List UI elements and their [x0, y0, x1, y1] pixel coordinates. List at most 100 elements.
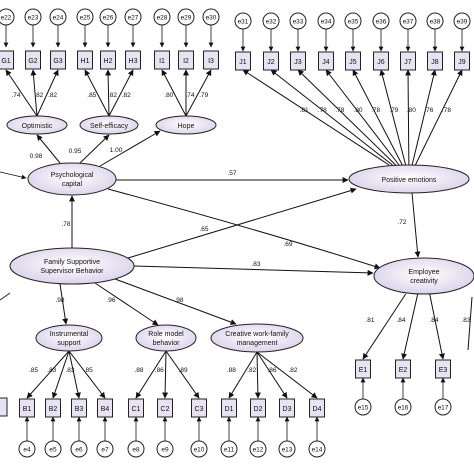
indicator-top-box — [50, 50, 66, 70]
indicator-bottom-label: D3 — [283, 406, 292, 413]
error-term-circle — [399, 12, 417, 30]
error-term-label: e7 — [101, 447, 109, 454]
indicator-bottom-label: B1 — [23, 406, 32, 413]
error-term-label: e16 — [398, 405, 409, 412]
error-term-label: e11 — [224, 447, 235, 454]
loading-coefficient: .78 — [335, 107, 344, 114]
error-term-circle — [156, 440, 174, 458]
indicator-top-label: G3 — [53, 58, 62, 65]
indicator-j-box — [345, 51, 361, 71]
indicator-top-label: H1 — [81, 58, 90, 65]
indicator-j-label: J8 — [431, 59, 439, 66]
indicator-j-box — [373, 51, 389, 71]
latent-psychological-capital-ellipse — [27, 162, 117, 196]
loading-arrow — [270, 69, 393, 166]
error-term-label: e13 — [282, 447, 293, 454]
latent-fssb-label: Family Supportive — [44, 259, 100, 266]
indicator-bottom-box — [221, 398, 237, 418]
loading-arrow — [135, 350, 167, 399]
latent-hope-ellipse — [155, 115, 217, 135]
indicator-bottom-label: D4 — [313, 406, 322, 413]
error-term-circle — [249, 440, 267, 458]
error-term-circle — [308, 440, 326, 458]
latent-employee-creativity-ellipse — [373, 257, 474, 295]
latent-self-efficacy-ellipse — [79, 115, 139, 135]
latent-optimistic-label: Optimistic — [22, 123, 53, 130]
indicator-bottom-box — [250, 398, 266, 418]
loading-arrow — [185, 69, 212, 117]
loading-coefficient: .81 — [300, 107, 309, 114]
indicator-j-box — [427, 51, 443, 71]
error-term-circle — [99, 8, 117, 26]
loading-coefficient: .78 — [371, 107, 380, 114]
error-term-label: e35 — [348, 19, 359, 26]
error-term-circle — [317, 12, 335, 30]
loading-coefficient: .84 — [429, 317, 438, 324]
loading-arrow — [68, 350, 81, 399]
latent-hope-label: Hope — [178, 123, 195, 130]
indicator-bottom-box — [45, 398, 61, 418]
indicator-bottom-label: D2 — [254, 406, 263, 413]
loading-arrow — [242, 69, 390, 166]
loading-arrow — [30, 69, 38, 117]
path-coefficient: .65 — [199, 226, 208, 233]
error-term-circle — [24, 8, 42, 26]
error-term-circle — [76, 8, 94, 26]
indicator-top-box — [77, 50, 93, 70]
error-term-label: e37 — [403, 19, 414, 26]
latent-role-model-behavior-label: Role model — [148, 331, 184, 338]
error-term-label: e15 — [358, 405, 369, 412]
path-coefficient: .69 — [283, 241, 292, 248]
indicator-bottom-label: C2 — [161, 406, 170, 413]
loading-arrow — [256, 351, 318, 399]
error-term-circle — [202, 8, 220, 26]
indicator-top-label: H2 — [104, 58, 113, 65]
error-term-label: e34 — [321, 19, 332, 26]
indicator-j-label: J7 — [404, 59, 412, 66]
loading-coefficient: .76 — [424, 107, 433, 114]
loading-coefficient: .89 — [179, 367, 188, 374]
error-term-label: e38 — [430, 19, 441, 26]
path-pc-creativity — [107, 188, 381, 270]
indicator-e-label: E2 — [399, 367, 408, 374]
error-term-label: e30 — [206, 15, 217, 22]
loading-coefficient: .85 — [29, 367, 38, 374]
path-coefficient: 0.95 — [69, 148, 82, 155]
error-term-circle — [234, 12, 252, 30]
latent-instrumental-support-label: support — [57, 340, 80, 347]
loading-arrow — [254, 351, 261, 399]
error-term-label: e25 — [80, 15, 91, 22]
indicator-e-label: E3 — [439, 367, 448, 374]
indicator-j-box — [290, 51, 306, 71]
indicator-j-box — [318, 51, 334, 71]
indicator-bottom-box — [128, 398, 144, 418]
latent-positive-emotions-ellipse — [348, 164, 470, 194]
path-pc-hope — [99, 130, 161, 167]
indicator-j-label: J3 — [294, 59, 302, 66]
error-term-circle — [190, 440, 208, 458]
error-term-label: e27 — [128, 15, 139, 22]
loading-coefficient: .80 — [407, 107, 416, 114]
indicator-j-box — [235, 51, 251, 71]
loading-arrow — [405, 69, 412, 166]
error-term-circle — [426, 12, 444, 30]
indicator-bottom-box — [19, 398, 35, 418]
error-term-circle — [44, 440, 62, 458]
indicator-top-label: I2 — [183, 58, 189, 65]
indicator-top-box — [125, 50, 141, 70]
loading-arrow — [325, 69, 400, 166]
path-pc-self-efficacy — [79, 134, 110, 164]
indicator-bottom-label: C3 — [195, 406, 204, 413]
loading-arrow — [379, 69, 407, 166]
indicator-e-label: E1 — [359, 367, 368, 374]
loading-arrow — [228, 351, 258, 399]
loading-coefficient: .78 — [318, 107, 327, 114]
error-term-label: e12 — [253, 447, 264, 454]
loading-arrow — [68, 350, 106, 399]
path-coefficient: .78 — [61, 221, 70, 228]
indicator-j-box — [263, 51, 279, 71]
error-term-circle — [127, 440, 145, 458]
latent-role-model-behavior-ellipse — [135, 324, 197, 352]
indicator-top-label: H3 — [129, 58, 138, 65]
indicator-j-label: J1 — [239, 59, 247, 66]
